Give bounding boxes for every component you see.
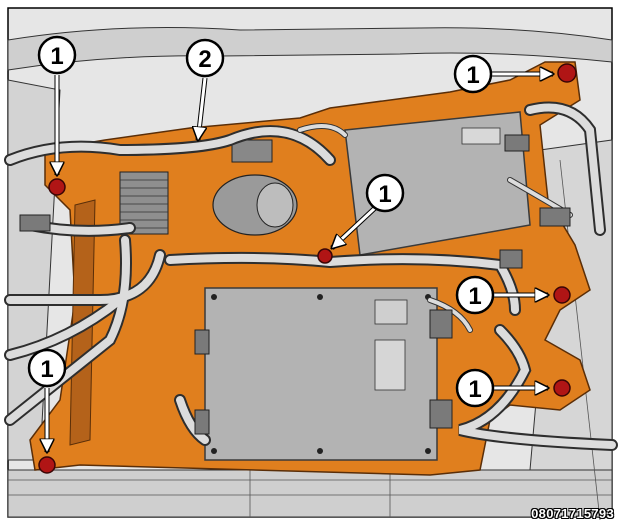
callout-label: 1 (50, 43, 63, 70)
cooler-fins (120, 179, 168, 229)
pump-housing (256, 182, 294, 228)
callout-label: 1 (468, 283, 481, 310)
lower-module-bolts (211, 294, 431, 454)
callout-label: 1 (40, 356, 53, 383)
callout-c7: 1 (27, 348, 67, 388)
callout-label: 2 (198, 46, 211, 73)
fasteners (38, 63, 577, 474)
fastener-upper-left (48, 178, 66, 196)
callout-c4: 1 (365, 173, 405, 213)
lower-module-label (374, 339, 406, 391)
connectors (19, 134, 571, 435)
fastener-right-lower (553, 379, 571, 397)
callout-c2: 2 (185, 38, 225, 78)
pump-connector (231, 139, 273, 163)
callouts: 1 2 1 1 1 1 1 (27, 35, 495, 408)
fastener-upper-right (557, 63, 577, 83)
fastener-right-middle (553, 286, 571, 304)
fastener-center (317, 248, 333, 264)
fastener-lower-left (38, 456, 56, 474)
callout-label: 1 (466, 62, 479, 89)
callout-leaders (47, 74, 553, 452)
leader-c2 (198, 77, 208, 140)
callout-label: 1 (378, 181, 391, 208)
lower-module-plate (374, 299, 408, 325)
callout-c5: 1 (455, 275, 495, 315)
leader-c4 (332, 206, 377, 248)
callout-c3: 1 (453, 54, 493, 94)
callout-c6: 1 (455, 368, 495, 408)
callout-label: 1 (468, 376, 481, 403)
hoses (6, 103, 616, 449)
callout-c1: 1 (37, 35, 77, 75)
figure-id-label: 08071715793 (531, 506, 614, 521)
upper-module-label (461, 127, 501, 145)
upper-module (344, 111, 531, 256)
